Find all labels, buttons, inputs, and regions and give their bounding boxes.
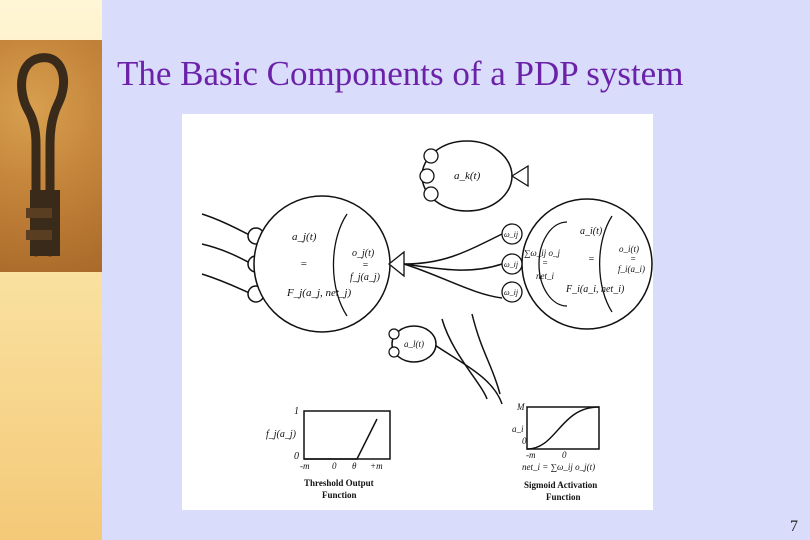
input-line: [201, 213, 253, 237]
sigmoid-x-tick: -m: [526, 450, 536, 460]
axon: [441, 318, 488, 400]
threshold-ylabel: f_j(a_j): [266, 429, 297, 440]
unit-left-output: o_j(t): [352, 248, 375, 259]
sigmoid-y-bottom: 0: [522, 436, 527, 446]
sigmoid-xlabel: net_i = ∑ω_ij o_j(t): [522, 462, 595, 472]
unit-right-net: net_i: [536, 271, 554, 281]
axon-hillock: [510, 164, 529, 188]
threshold-x-tick: +m: [370, 461, 383, 471]
sigmoid-plot-frame: [526, 406, 600, 450]
unit-left-output-fn: f_j(a_j): [350, 272, 381, 283]
sigmoid-y-top: M: [516, 402, 525, 412]
input-line: [201, 243, 253, 265]
unit-right-activation: a_i(t): [580, 226, 603, 237]
key-icon: [17, 53, 69, 257]
pdp-diagram: a_k(t) a_j(t) = F_j(a_j, net_j) o_j(t) =…: [182, 114, 653, 510]
sigmoid-caption: Function: [546, 492, 581, 502]
axon: [403, 263, 503, 271]
synapse: [423, 186, 439, 202]
weight-label: ω_ij: [504, 288, 519, 297]
slide-title: The Basic Components of a PDP system: [117, 54, 684, 93]
axon: [471, 313, 501, 395]
unit-bottom-label: a_l(t): [404, 339, 424, 349]
threshold-plot-frame: [303, 410, 391, 460]
weight-synapse: [501, 253, 523, 275]
unit-left-rule: F_j(a_j, net_j): [286, 287, 351, 299]
unit-right-output-fn: f_i(a_i): [618, 264, 645, 274]
unit-right-net-eq: =: [542, 258, 548, 268]
axon: [403, 263, 503, 299]
sigmoid-curve: [526, 406, 600, 450]
unit-left-activation: a_j(t): [292, 231, 317, 243]
page-number: 7: [790, 518, 798, 535]
unit-right-net-sum: ∑ω_ij o_j: [524, 248, 561, 258]
unit-right-output: o_i(t): [619, 244, 639, 254]
sigmoid-caption: Sigmoid Activation: [524, 480, 597, 490]
unit-divider: [332, 213, 348, 317]
threshold-caption: Threshold Output: [304, 478, 374, 488]
threshold-x-tick: θ: [352, 461, 357, 471]
unit-top-label: a_k(t): [454, 170, 481, 182]
input-line: [201, 273, 253, 295]
axon-hillock: [387, 250, 405, 278]
unit-divider: [599, 215, 613, 313]
key-photo: [0, 40, 102, 272]
threshold-y-bottom: 0: [294, 451, 299, 462]
unit-right-rule: F_i(a_i, net_i): [565, 284, 625, 295]
synapse: [423, 148, 439, 164]
weight-synapse: [501, 223, 523, 245]
unit-left: [253, 195, 391, 333]
weight-synapse: [501, 281, 523, 303]
unit-right-eq2: =: [630, 254, 636, 264]
weight-label: ω_ij: [504, 260, 519, 269]
unit-divider: [538, 221, 568, 307]
unit-right-eq: =: [588, 254, 595, 265]
unit-left-eq: =: [300, 258, 307, 270]
weight-label: ω_ij: [504, 230, 519, 239]
synapse: [388, 346, 400, 358]
sigmoid-y-mid: a_i: [512, 424, 524, 434]
threshold-x-tick: -m: [300, 461, 310, 471]
threshold-caption: Function: [322, 490, 357, 500]
sigmoid-x-tick: 0: [562, 450, 567, 460]
synapse: [388, 328, 400, 340]
threshold-y-top: 1: [294, 406, 299, 417]
synapse: [419, 168, 435, 184]
threshold-curve: [304, 418, 378, 460]
unit-bottom: [391, 325, 437, 363]
threshold-x-tick: 0: [332, 461, 337, 471]
unit-left-eq2: =: [362, 260, 369, 271]
axon: [403, 233, 503, 265]
